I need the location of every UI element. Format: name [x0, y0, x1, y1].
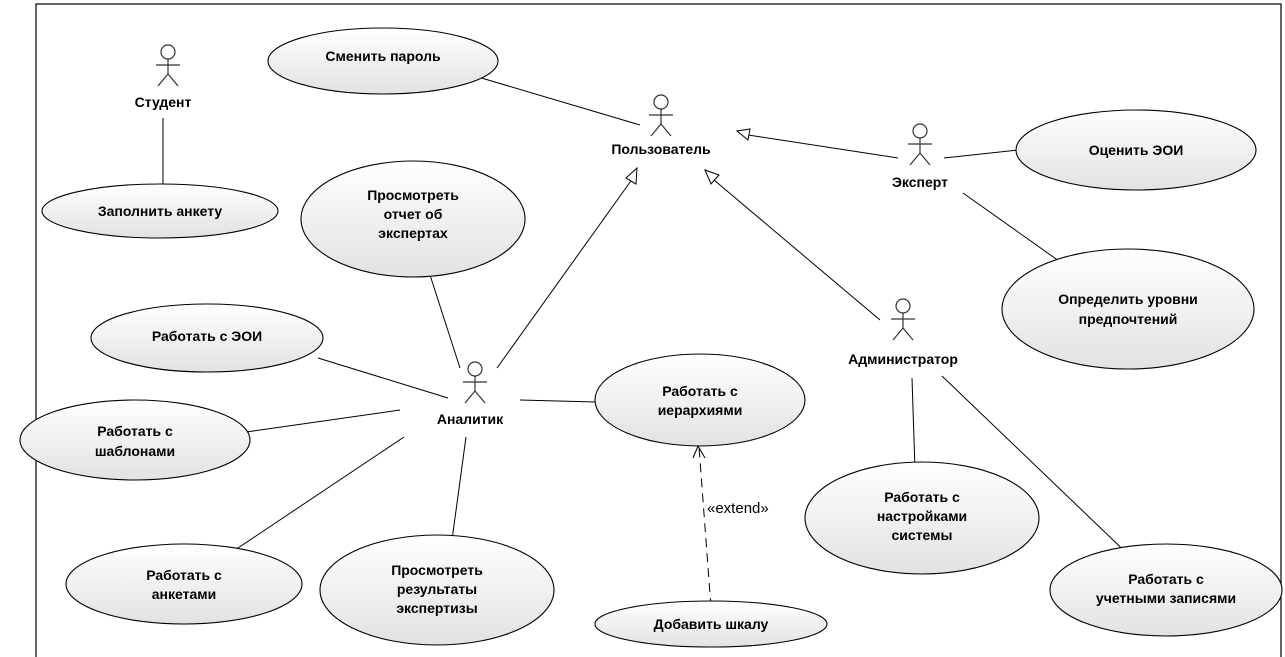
svg-text:Оценить ЭОИ: Оценить ЭОИ	[1089, 142, 1184, 158]
svg-text:Работать с ЭОИ: Работать с ЭОИ	[152, 328, 262, 344]
actors: Студент Пользователь Эксперт	[135, 44, 958, 427]
uc-line: Работать с	[97, 423, 173, 439]
use-case-fill-form[interactable]: Заполнить анкету	[41, 183, 279, 239]
associations	[162, 76, 1137, 563]
svg-text:Пользователь: Пользователь	[611, 141, 711, 157]
svg-text:Эксперт: Эксперт	[892, 174, 948, 190]
uc-line: экспертах	[378, 225, 448, 241]
svg-text:Сменить пароль: Сменить пароль	[325, 48, 441, 64]
use-case-define-preferences[interactable]: Определить уровни предпочтений	[1001, 248, 1255, 370]
edge-expert-preferences	[962, 192, 1067, 267]
uc-line: Работать с	[662, 383, 738, 399]
use-case-work-eoi[interactable]: Работать с ЭОИ	[90, 303, 324, 373]
gen-expert-user	[747, 134, 899, 159]
edge-admin-accounts	[941, 375, 1137, 563]
stick-figure-icon	[908, 123, 932, 166]
gen-analyst-user	[496, 177, 634, 369]
use-case-add-scale[interactable]: Добавить шкалу	[594, 600, 828, 648]
use-case-work-settings[interactable]: Работать с настройками системы	[804, 461, 1040, 575]
use-cases: Сменить пароль Заполнить анкету Просмотр…	[19, 27, 1283, 648]
uc-line: Работать с	[1128, 571, 1204, 587]
svg-text:Администратор: Администратор	[848, 351, 958, 367]
edge-analyst-results	[451, 436, 467, 541]
uc-line: иерархиями	[658, 402, 743, 418]
edge-analyst-report	[429, 274, 461, 369]
edge-analyst-hierarchies	[519, 399, 597, 403]
use-case-work-forms[interactable]: Работать с анкетами	[65, 543, 303, 625]
uc-line: учетными записями	[1096, 590, 1236, 606]
uc-line: шаблонами	[95, 443, 175, 459]
actor-analyst[interactable]: Аналитик	[437, 361, 504, 427]
use-case-rate-eoi[interactable]: Оценить ЭОИ	[1015, 109, 1257, 191]
uc-line: Определить уровни	[1058, 291, 1198, 307]
edge-analyst-forms	[231, 436, 405, 553]
uc-line: отчет об	[384, 206, 443, 222]
actor-expert[interactable]: Эксперт	[892, 123, 948, 190]
uc-line: анкетами	[152, 586, 216, 602]
svg-text:Аналитик: Аналитик	[437, 411, 504, 427]
stick-figure-icon	[463, 361, 487, 404]
extend-line	[698, 446, 712, 608]
uc-line: системы	[892, 527, 953, 543]
uc-line: Просмотреть	[367, 187, 459, 203]
uc-line: результаты	[397, 581, 477, 597]
edge-admin-settings	[911, 377, 916, 471]
generalizations	[496, 128, 899, 369]
stick-figure-icon	[649, 94, 673, 137]
use-case-work-hierarchies[interactable]: Работать с иерархиями	[594, 353, 806, 447]
gen-admin-user	[713, 179, 881, 321]
use-case-work-accounts[interactable]: Работать с учетными записями	[1049, 543, 1283, 637]
edge-expert-rate-eoi	[943, 149, 1019, 159]
svg-text:Студент: Студент	[135, 94, 192, 110]
extend-label: «extend»	[707, 500, 769, 517]
stick-figure-icon	[156, 44, 180, 87]
uc-line: Просмотреть	[391, 562, 483, 578]
edge-user-change-password	[477, 76, 641, 126]
actor-student[interactable]: Студент	[135, 44, 192, 110]
gen-head-expert	[735, 128, 751, 141]
actor-user[interactable]: Пользователь	[611, 94, 711, 157]
diagram-frame	[35, 3, 1282, 657]
gen-head-admin	[704, 169, 720, 185]
svg-text:Добавить шкалу: Добавить шкалу	[654, 616, 769, 632]
edge-analyst-templates	[245, 409, 401, 433]
stick-figure-icon	[891, 298, 915, 341]
uc-line: экспертизы	[396, 600, 477, 616]
use-case-change-password[interactable]: Сменить пароль	[267, 27, 499, 95]
uc-line: Работать с	[146, 567, 222, 583]
gen-head-analyst	[625, 166, 638, 185]
extend-relation: «extend»	[692, 444, 769, 608]
use-case-work-templates[interactable]: Работать с шаблонами	[19, 399, 251, 481]
uc-line: предпочтений	[1079, 311, 1178, 327]
edge-analyst-work-eoi	[317, 357, 449, 399]
use-case-view-experts-report[interactable]: Просмотреть отчет об экспертах	[300, 160, 526, 278]
actor-admin[interactable]: Администратор	[848, 298, 958, 367]
use-case-view-results[interactable]: Просмотреть результаты экспертизы	[319, 534, 555, 646]
svg-text:Заполнить анкету: Заполнить анкету	[98, 203, 223, 219]
uc-line: настройками	[877, 508, 967, 524]
uc-line: Работать с	[884, 489, 960, 505]
